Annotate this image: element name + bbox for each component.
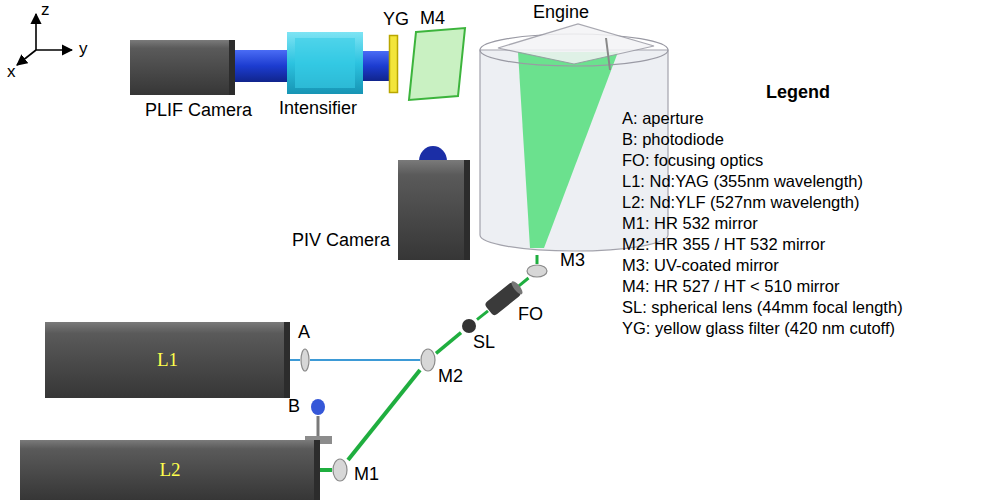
component-label: Intensifier [279,98,357,119]
piv-camera-lens [419,146,447,161]
component-label: YG [383,9,409,30]
legend-entry: M2: HR 355 / HT 532 mirror [622,234,992,255]
plif-camera: PLIF Camera [130,40,235,95]
laser-beam [477,311,488,320]
legend-text: YG: yellow glass filter (420 nm cutoff) [622,319,895,337]
legend-panel: A: aperture B: photodiodeFO: focusing opt… [622,108,992,339]
camera-lens-tube [235,50,287,82]
plif-camera-outline [130,40,235,95]
image-intensifier-outline [287,32,363,94]
axis-triad [17,14,72,65]
legend-entry: B: photodiode [622,129,992,150]
component-label: PLIF Camera [145,100,252,121]
component-label: SL [473,332,495,353]
spherical-lens-outline [461,318,477,334]
legend-entry: SL: spherical lens (44mm focal length) [622,297,992,318]
legend-entry: YG: yellow glass filter (420 nm cutoff) [622,318,992,339]
yellow-glass-filter: YG [389,35,398,93]
laser-beam [290,359,300,361]
photodiode-stand [305,416,332,444]
legend-entry: FO: focusing optics [622,150,992,171]
uv-mirror-outline [526,264,548,278]
axis-label: y [79,39,88,59]
laser-beam [348,370,420,460]
component-label: M1 [354,464,379,485]
legend-text: M4: HR 527 / HT < 510 mirror [622,277,839,295]
dichroic-mirror: M4 [408,28,466,100]
photodiode-outline [310,398,326,416]
legend-text: M3: UV-coated mirror [622,256,779,274]
legend-text: SL: spherical lens (44mm focal length) [622,298,903,316]
mirror-m2-outline [420,348,436,372]
focusing-optics: FO [488,284,518,314]
component-label: Engine [533,2,589,23]
legend-entry: A: aperture [622,108,992,129]
legend-text: B: photodiode [622,130,724,148]
laser-beam [320,468,332,472]
legend-entry: L2: Nd:YLF (527nm wavelength) [622,192,992,213]
dichroic-mirror-outline [408,28,466,100]
component-label: FO [518,304,543,325]
legend-text: L2: Nd:YLF (527nm wavelength) [622,193,860,211]
laser-label: L1 [157,349,178,371]
legend-title: Legend [766,82,830,103]
intensifier-lens-tube [362,51,389,81]
component-label: PIV Camera [292,230,390,251]
component-label: M3 [560,250,585,271]
laser-label: L2 [159,459,180,481]
nd-yag-laser: L1 [45,322,290,398]
component-label: A [298,322,310,343]
component-label: M2 [438,366,463,387]
legend-text: M1: HR 532 mirror [622,214,758,232]
legend-text: M2: HR 355 / HT 532 mirror [622,235,825,253]
photodiode: B [310,398,326,416]
laser-beam [436,333,461,354]
legend-text: A: aperture [622,109,704,127]
piv-camera: PIV Camera [398,160,470,260]
aperture: A [300,348,310,372]
legend-entry: M1: HR 532 mirror [622,213,992,234]
image-intensifier: Intensifier [287,32,363,94]
aperture-outline [300,348,310,372]
yellow-glass-filter-outline [389,35,398,93]
spherical-lens: SL [461,318,477,334]
mirror-m2: M2 [420,348,436,372]
legend-entry: L1: Nd:YAG (355nm wavelength) [622,171,992,192]
axis-label: x [7,62,16,82]
laser-beam [536,255,539,264]
laser-beam [310,359,420,361]
component-label: B [288,396,300,417]
legend-text: L1: Nd:YAG (355nm wavelength) [622,172,863,190]
legend-text: FO: focusing optics [622,151,763,169]
laser-beam [518,278,529,287]
legend-entry: M4: HR 527 / HT < 510 mirror [622,276,992,297]
legend-entry: M3: UV-coated mirror [622,255,992,276]
nd-ylf-laser: L2 [20,440,320,500]
mirror-m1: M1 [332,458,348,482]
mirror-m1-outline [332,458,348,482]
focusing-optics-outline [488,284,518,314]
axis-label: z [41,0,50,20]
component-label: M4 [420,8,445,29]
uv-mirror: M3 [526,264,548,278]
piv-camera-outline [398,160,470,260]
